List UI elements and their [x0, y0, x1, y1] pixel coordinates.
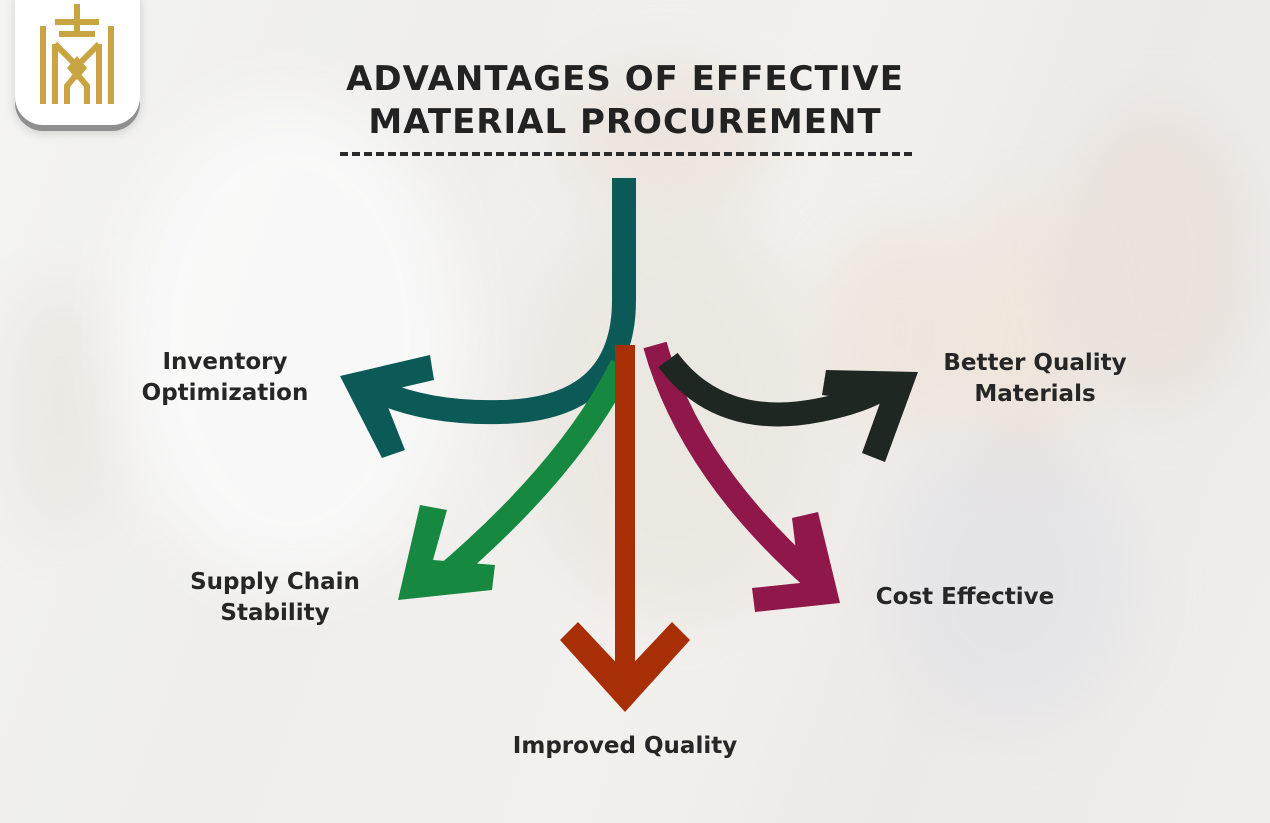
label-line: Better Quality: [943, 350, 1127, 376]
label-inventory-optimization: Inventory Optimization: [120, 347, 330, 409]
label-better-quality-materials: Better Quality Materials: [920, 348, 1150, 410]
page-title: ADVANTAGES OF EFFECTIVE MATERIAL PROCURE…: [330, 58, 920, 144]
label-supply-chain-stability: Supply Chain Stability: [170, 567, 380, 629]
crown-shield-icon: [40, 4, 114, 104]
arrow-supply-chain-stability: [398, 359, 633, 600]
label-line: Stability: [220, 600, 330, 626]
brand-logo[interactable]: [15, 0, 140, 125]
label-line: Materials: [974, 381, 1096, 407]
label-line: Inventory: [162, 349, 288, 375]
label-line: Optimization: [141, 380, 309, 406]
arrow-cost-effective: [643, 341, 840, 612]
title-divider: [340, 152, 912, 156]
label-cost-effective: Cost Effective: [855, 582, 1075, 613]
label-line: Improved Quality: [512, 733, 738, 759]
arrow-better-quality-materials: [658, 352, 918, 462]
title-line-2: MATERIAL PROCUREMENT: [368, 102, 882, 142]
label-improved-quality: Improved Quality: [490, 731, 760, 762]
arrow-inventory-optimization: [340, 178, 636, 458]
arrow-improved-quality: [560, 345, 690, 712]
title-line-1: ADVANTAGES OF EFFECTIVE: [346, 59, 904, 99]
label-line: Cost Effective: [875, 584, 1055, 610]
label-line: Supply Chain: [190, 569, 360, 595]
